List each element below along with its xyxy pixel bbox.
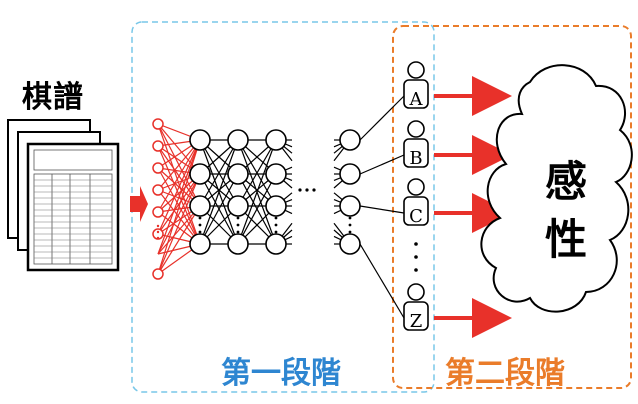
- output-node-a-label: A: [409, 89, 423, 110]
- hidden-node: [227, 195, 249, 217]
- output-node-c-label: C: [409, 206, 423, 227]
- output-ellipsis-icon: [414, 242, 418, 272]
- hidden-node: [227, 233, 249, 255]
- input-arrow-icon: [130, 186, 148, 222]
- hidden-node: [339, 233, 361, 255]
- input-node: [152, 118, 164, 130]
- sensibility-label-top: 感: [545, 157, 588, 206]
- output-connector: [359, 154, 405, 175]
- output-connector: [359, 205, 405, 214]
- input-node: [152, 268, 164, 280]
- sensibility-cloud-icon: [480, 64, 633, 313]
- input-node: [152, 162, 164, 174]
- hidden-node: [339, 129, 361, 151]
- input-label: 棋譜: [22, 80, 84, 115]
- output-person-icon: [403, 120, 429, 168]
- output-connector: [359, 95, 405, 141]
- hidden-node: [265, 129, 287, 151]
- hidden-node: [189, 195, 211, 217]
- output-connector: [359, 243, 405, 319]
- input-node: [152, 206, 164, 218]
- output-person-icon: [403, 178, 429, 226]
- hidden-node: [265, 163, 287, 185]
- stage-two-region: [392, 25, 632, 389]
- output-node-b-label: B: [409, 148, 423, 169]
- output-node-z-label: Z: [409, 311, 423, 332]
- hidden-node: [189, 163, 211, 185]
- output-person-icon: [403, 283, 429, 331]
- layer-ellipsis-icon: [298, 188, 316, 192]
- kifu-document-stack-icon: [7, 119, 120, 272]
- stage-two-label: 第二段階: [445, 356, 565, 391]
- sensibility-label-bottom: 性: [545, 215, 588, 264]
- hidden-node: [189, 129, 211, 151]
- hidden-node: [189, 233, 211, 255]
- stage-one-label: 第一段階: [221, 356, 341, 391]
- output-person-icon: [403, 61, 429, 109]
- hidden-node: [227, 163, 249, 185]
- input-node: [152, 140, 164, 152]
- hidden-node: [265, 195, 287, 217]
- hidden-node: [339, 195, 361, 217]
- hidden-node: [265, 233, 287, 255]
- hidden-node: [339, 163, 361, 185]
- hidden-node: [227, 129, 249, 151]
- input-node: [152, 184, 164, 196]
